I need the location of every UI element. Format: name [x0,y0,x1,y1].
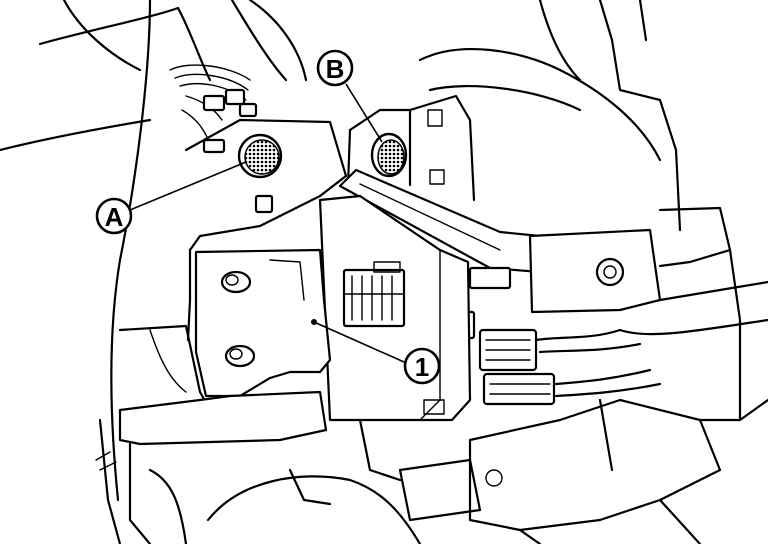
leader-a [129,161,247,211]
right-side-panels [418,0,768,422]
callout-a: A [95,197,133,235]
module-connectors [450,266,662,406]
callout-b: B [316,49,354,87]
leader-b [345,83,383,143]
callout-one-label: 1 [415,352,429,382]
leader-lines [129,83,405,363]
lower-floor-structure [206,398,722,544]
upper-bracket [346,94,476,202]
body-panel-contours [0,0,308,502]
callout-b-label: B [326,54,345,84]
grommet-a [237,133,283,179]
grommet-b [370,132,408,178]
lower-left-structure [95,324,328,544]
callout-one: 1 [403,347,441,385]
wiring-harness [169,64,258,154]
leader-one [313,321,405,363]
right-plate [528,228,662,314]
leader-one-dot [311,319,317,325]
left-bracket [184,118,348,342]
lower-left-bracket [194,248,332,398]
callout-a-label: A [105,202,124,232]
